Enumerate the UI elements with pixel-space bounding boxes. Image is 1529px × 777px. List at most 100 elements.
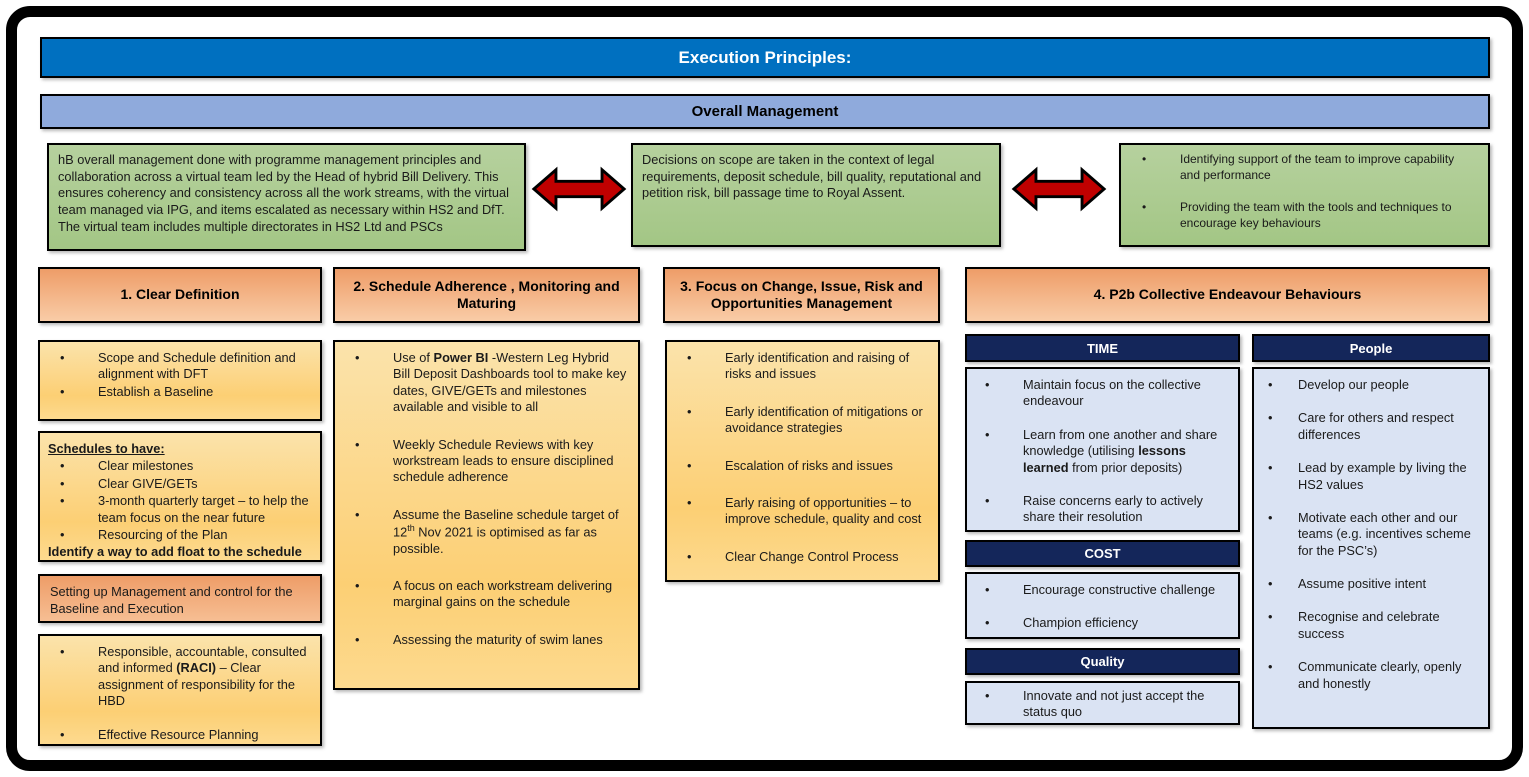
double-arrow-icon	[1011, 163, 1107, 215]
management-overview-box: hB overall management done with programm…	[47, 143, 526, 251]
bullet-text: Maintain focus on the collective endeavo…	[1023, 377, 1201, 409]
schedules-to-have-heading: Schedules to have:	[48, 441, 165, 456]
risk-management-bullets: • Early identification and raising of ris…	[675, 350, 930, 565]
quality-header: Quality	[965, 648, 1240, 675]
bullet-dot: •	[355, 578, 360, 594]
bullet-text: Use of Power BI -Western Leg Hybrid Bill…	[393, 350, 627, 415]
bullet-dot: •	[985, 492, 990, 508]
bullet-dot: •	[60, 526, 65, 542]
bullet-text: Establish a Baseline	[98, 383, 214, 399]
bullet-text: Lead by example by living the HS2 values	[1298, 460, 1467, 492]
subtitle-bar: Overall Management	[40, 94, 1490, 129]
bullet-text: Weekly Schedule Reviews with key workstr…	[393, 436, 614, 485]
schedules-to-have-bullets: •Clear milestones•Clear GIVE/GETs•3-mont…	[48, 458, 312, 543]
bullet-text: Scope and Schedule definition and alignm…	[98, 350, 296, 382]
bullet-dot: •	[1268, 659, 1273, 675]
bullet-text: Raise concerns early to actively share t…	[1023, 492, 1203, 525]
bullet-item: • Establish a Baseline	[48, 384, 312, 400]
bullet-dot: •	[1268, 460, 1273, 476]
bullet-item: • Recognise and celebrate success	[1260, 609, 1482, 642]
bullet-text: Encourage constructive challenge	[1023, 582, 1216, 597]
bullet-dot: •	[687, 350, 692, 365]
scope-schedule-box: • Scope and Schedule definition and align…	[38, 340, 322, 421]
bullet-text: Early identification and raising of risk…	[725, 350, 910, 382]
column-header-label: 3. Focus on Change, Issue, Risk and Oppo…	[680, 277, 923, 312]
setting-up-text: Setting up Management and control for th…	[50, 584, 293, 616]
bullet-item: •Responsible, accountable, consulted and…	[48, 644, 312, 710]
bullet-dot: •	[985, 615, 990, 631]
bullet-item: •Learn from one another and share knowle…	[973, 427, 1232, 476]
bullet-text: Assume positive intent	[1298, 576, 1427, 591]
bullet-item: •Effective Resource Planning	[48, 727, 312, 743]
bullet-dot: •	[687, 403, 692, 419]
bullet-dot: •	[687, 494, 692, 510]
quality-bullets: • Innovate and not just accept the status…	[973, 688, 1232, 721]
people-bullets: • Develop our people • Care for others and …	[1260, 377, 1482, 692]
bullet-item: • Assume the Baseline schedule target of …	[343, 507, 630, 557]
bullet-dot: •	[355, 350, 360, 365]
time-box: • Maintain focus on the collective endeav…	[965, 367, 1240, 532]
bullet-text: Escalation of risks and issues	[725, 457, 893, 473]
bullet-item: • Develop our people	[1260, 377, 1482, 393]
bullet-dot: •	[1268, 609, 1273, 625]
bullet-item: • Early identification and raising of ris…	[675, 350, 930, 383]
bullet-text: Recognise and celebrate success	[1298, 609, 1440, 641]
column-header-label: 1. Clear Definition	[120, 286, 240, 303]
setting-up-box: Setting up Management and control for th…	[38, 574, 322, 623]
column-header-risk-management: 3. Focus on Change, Issue, Risk and Oppo…	[663, 267, 940, 323]
risk-management-box: • Early identification and raising of ris…	[665, 340, 940, 582]
bullet-text: Innovate and not just accept the status …	[1023, 688, 1205, 720]
scope-schedule-bullets: • Scope and Schedule definition and align…	[48, 350, 312, 400]
time-header: TIME	[965, 334, 1240, 362]
scope-decisions-text: Decisions on scope are taken in the cont…	[642, 152, 982, 201]
bullet-dot: •	[355, 506, 360, 522]
bullet-item: •Early raising of opportunities – to imp…	[675, 495, 930, 528]
page-title: Execution Principles:	[678, 47, 852, 67]
bullet-text: 3-month quarterly target – to help the t…	[98, 493, 309, 525]
bullet-text: Communicate clearly, openly and honestly	[1298, 659, 1462, 691]
bullet-dot: •	[985, 426, 990, 442]
column-header-clear-definition: 1. Clear Definition	[38, 267, 322, 323]
bullet-text: Clear Change Control Process	[725, 548, 899, 564]
bullet-item: •Assume positive intent	[1260, 576, 1482, 592]
time-bullets: • Maintain focus on the collective endeav…	[973, 377, 1232, 526]
bullet-dot: •	[60, 475, 65, 491]
bullet-dot: •	[355, 631, 360, 647]
bullet-item: •Clear Change Control Process	[675, 549, 930, 565]
bullet-text: Responsible, accountable, consulted and …	[98, 644, 307, 709]
bullet-item: •Early identification of mitigations or …	[675, 404, 930, 437]
bullet-item: • Scope and Schedule definition and align…	[48, 350, 312, 383]
quality-box: • Innovate and not just accept the status…	[965, 681, 1240, 725]
bullet-text: Care for others and respect differences	[1298, 410, 1454, 442]
bullet-text: Assume the Baseline schedule target of 1…	[393, 506, 619, 556]
time-header-label: TIME	[1086, 340, 1119, 356]
bullet-dot: •	[1268, 509, 1273, 525]
raci-bullets: •Responsible, accountable, consulted and…	[48, 644, 312, 743]
bullet-item: • Innovate and not just accept the status…	[973, 688, 1232, 721]
bullet-dot: •	[60, 350, 65, 365]
bullet-item: •Clear milestones	[48, 458, 312, 474]
bullet-dot: •	[60, 383, 65, 399]
column-header-label: 2. Schedule Adherence , Monitoring and M…	[353, 277, 620, 312]
bullet-text: Assessing the maturity of swim lanes	[393, 631, 603, 647]
bullet-item: • Use of Power BI -Western Leg Hybrid Bil…	[343, 350, 630, 416]
bullet-item: •3-month quarterly target – to help the …	[48, 493, 312, 526]
bullet-item: •Champion efficiency	[973, 615, 1232, 631]
quality-header-label: Quality	[1080, 654, 1125, 669]
bullet-text: Develop our people	[1298, 377, 1409, 392]
bullet-text: Resourcing of the Plan	[98, 526, 228, 542]
schedules-to-have-box: Schedules to have: •Clear milestones•Cle…	[38, 431, 322, 562]
bullet-item: •Maintain focus on the collective endeav…	[973, 377, 1232, 410]
bullet-item: • Raise concerns early to actively share …	[973, 493, 1232, 526]
bullet-item: • Lead by example by living the HS2 value…	[1260, 460, 1482, 493]
bullet-dot: •	[985, 688, 990, 703]
subtitle-text: Overall Management	[691, 103, 839, 120]
cost-header-label: COST	[1084, 546, 1121, 561]
raci-box: •Responsible, accountable, consulted and…	[38, 634, 322, 746]
column-header-behaviours: 4. P2b Collective Endeavour Behaviours	[965, 267, 1490, 323]
bullet-dot: •	[687, 457, 692, 473]
bullet-dot: •	[1268, 377, 1273, 392]
people-header: People	[1252, 334, 1490, 362]
bullet-text: Identifying support of the team to impro…	[1180, 152, 1455, 182]
